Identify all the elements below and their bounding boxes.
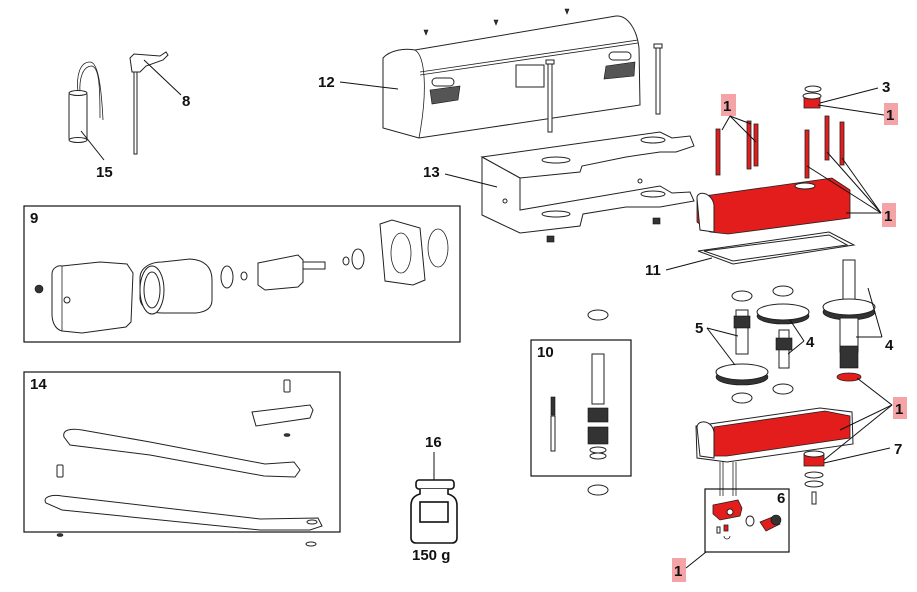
label-16: 16 (425, 434, 442, 451)
grease-weight-label: 150 g (412, 547, 450, 564)
leader-11 (665, 257, 713, 271)
motor-assembly-part[interactable] (34, 219, 449, 334)
leader-5b (706, 327, 736, 366)
label-4a: 4 (806, 334, 815, 351)
release-kit-box (704, 488, 790, 553)
shaft-assembly-part[interactable] (550, 309, 609, 496)
highlight-1b (721, 94, 736, 116)
leader-12 (339, 81, 399, 90)
capacitor-part[interactable] (68, 61, 104, 143)
leader-1c-2 (826, 151, 882, 214)
leader-3 (819, 87, 879, 104)
bracket-part[interactable] (480, 131, 695, 243)
arm-assembly-part[interactable] (44, 379, 323, 547)
arm-assembly-box (23, 371, 341, 533)
motor-assembly-box (23, 205, 461, 343)
gear-set-part[interactable] (715, 259, 876, 404)
leader-1c-3 (841, 157, 882, 214)
leader-1b-2 (729, 115, 757, 143)
leader-1c-1 (806, 165, 882, 214)
label-8: 8 (182, 93, 190, 110)
bottom-housing-part[interactable] (695, 407, 854, 505)
leader-1a (817, 104, 885, 116)
label-12: 12 (318, 74, 335, 91)
label-11: 11 (645, 262, 661, 279)
highlight-1a (884, 103, 898, 125)
leader-4a2 (787, 340, 805, 355)
release-kit-part[interactable] (712, 499, 782, 540)
cover-part[interactable] (382, 8, 663, 139)
shaft-assembly-box (530, 339, 632, 477)
leader-13 (444, 173, 498, 188)
leader-1d-1 (856, 377, 893, 406)
highlight-1c (882, 203, 896, 227)
release-key-part[interactable] (129, 51, 169, 155)
label-1c: 1 (884, 208, 892, 225)
leader-4b2 (867, 287, 883, 338)
label-5: 5 (695, 320, 703, 337)
label-1d: 1 (895, 401, 903, 418)
top-housing-part[interactable] (696, 115, 851, 235)
label-4b: 4 (885, 337, 894, 354)
leader-1d-3 (823, 404, 893, 461)
bushing-cap-part[interactable] (802, 85, 822, 109)
grease-jar-part[interactable] (410, 479, 458, 544)
label-1e: 1 (674, 563, 682, 580)
leader-1e (685, 551, 707, 569)
label-9: 9 (30, 210, 38, 227)
leader-8 (143, 59, 182, 96)
label-3: 3 (882, 79, 890, 96)
gasket-part[interactable] (697, 231, 856, 265)
label-13: 13 (423, 164, 440, 181)
leader-1b-1 (729, 115, 752, 125)
label-6: 6 (777, 490, 785, 507)
highlight-1e (672, 558, 686, 582)
label-15: 15 (96, 164, 113, 181)
label-7: 7 (894, 441, 902, 458)
label-10: 10 (537, 344, 554, 361)
label-1b: 1 (723, 98, 731, 115)
leader-7 (823, 447, 891, 464)
leader-15 (80, 130, 105, 161)
leader-5a (706, 327, 739, 337)
highlight-1d (893, 397, 907, 419)
label-1a: 1 (886, 107, 894, 124)
leader-4a1 (789, 319, 805, 342)
leader-1d-2 (839, 404, 893, 431)
label-14: 14 (30, 376, 47, 393)
leader-1b-3 (721, 115, 731, 131)
